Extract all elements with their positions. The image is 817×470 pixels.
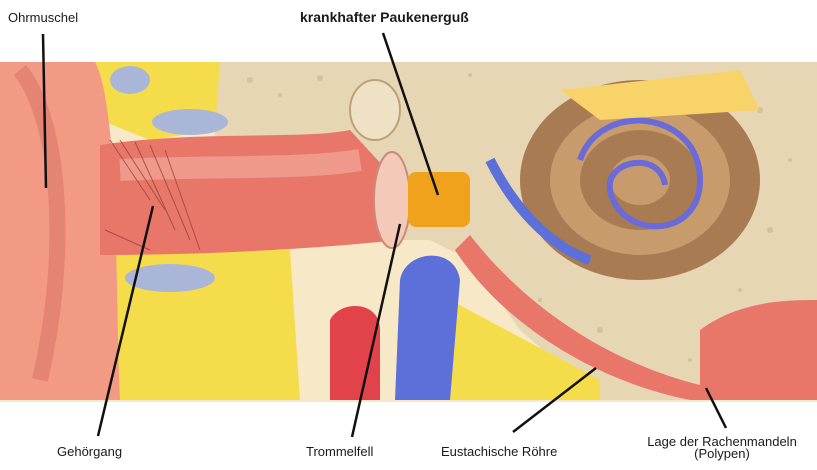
blue-patch-2 <box>110 66 150 94</box>
blood-vessel <box>395 256 460 400</box>
label-rachenmandeln: Lage der Rachenmandeln (Polypen) <box>632 436 812 460</box>
label-rachenmandeln-line2: (Polypen) <box>632 448 812 460</box>
vessel-red <box>330 306 380 400</box>
label-ohrmuschel: Ohrmuschel <box>8 10 78 25</box>
label-paukenerguss: krankhafter Paukenerguß <box>300 9 469 25</box>
middle-ear-fluid <box>408 172 470 227</box>
label-gehoergang: Gehörgang <box>57 444 122 459</box>
ear-canal-highlight <box>120 160 360 170</box>
blue-patch-1 <box>152 109 228 135</box>
label-eustachische-roehre: Eustachische Röhre <box>441 444 557 459</box>
label-trommelfell: Trommelfell <box>306 444 373 459</box>
ossicles <box>350 80 400 140</box>
eardrum <box>374 152 410 248</box>
